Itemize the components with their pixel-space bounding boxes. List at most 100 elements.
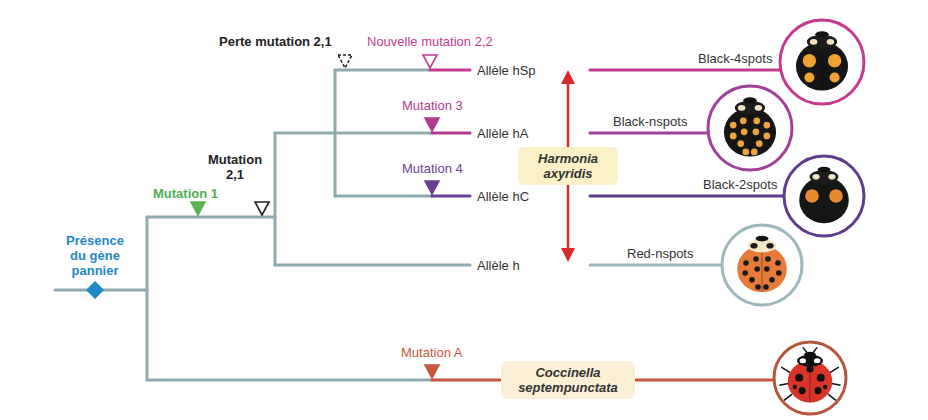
mutation-triangle — [425, 118, 439, 131]
mutation-triangle — [338, 55, 352, 68]
ladybug-spot — [793, 385, 797, 389]
ladybug-head — [804, 352, 816, 357]
mutation-label: Mutation A — [401, 345, 462, 360]
ladybug-picture — [784, 156, 864, 236]
wing-split — [824, 180, 825, 223]
ladybug-spot — [769, 277, 775, 283]
phenotype-label: Black-4spots — [698, 51, 772, 66]
ladybug-spot — [798, 387, 805, 394]
ladybug-spot — [805, 189, 819, 203]
ladybug-spot — [828, 54, 841, 67]
ladybug-spot — [814, 387, 821, 394]
species-name: Harmonia axyridis — [526, 151, 610, 181]
pronotum-mark — [827, 39, 835, 45]
branch-line — [147, 216, 275, 219]
mutation-label: Perte mutation 2,1 — [219, 34, 332, 49]
allele-label: Allèle h — [477, 258, 520, 273]
phenotype-label: Black-2spots — [703, 177, 777, 192]
mutation-label: Mutation 3 — [402, 98, 463, 113]
ladybug-pictures — [708, 20, 864, 414]
mutation-triangle — [425, 365, 439, 378]
mutation-triangle — [255, 202, 269, 215]
ladybug-spot — [740, 118, 747, 125]
ladybug-spot — [803, 54, 816, 67]
ladybug-spot — [775, 260, 781, 266]
mutation-label: Mutation 2,1 — [200, 152, 270, 182]
mutation-triangle — [191, 202, 205, 215]
arrow-head — [561, 248, 575, 262]
ladybug-picture — [722, 225, 802, 305]
picture-frame — [708, 86, 792, 170]
gene-label: Présence du gène pannier — [60, 233, 130, 278]
allele-label: Allèle hA — [477, 126, 528, 141]
gene-diamond — [86, 281, 104, 299]
wing-split — [750, 111, 751, 156]
pronotum-mark — [738, 105, 746, 111]
ladybug-spot — [776, 270, 782, 276]
ladybug-leg — [832, 383, 841, 385]
allele-label: Allèle hSp — [477, 63, 536, 78]
ladybug-spot — [763, 284, 769, 290]
branch-line — [590, 264, 722, 267]
ladybug-body — [788, 361, 833, 403]
mutation-label: Mutation 1 — [153, 186, 218, 201]
pronotum-mark — [750, 243, 757, 249]
branch-line — [275, 264, 470, 267]
ladybug-leg — [803, 347, 807, 352]
pronotum-mark — [755, 105, 763, 111]
picture-frame — [722, 225, 802, 305]
mutation-label: Mutation 4 — [402, 161, 463, 176]
mutation-triangle — [423, 55, 437, 68]
ladybug-spot — [749, 277, 755, 283]
branch-line — [430, 69, 470, 72]
branch-group — [55, 70, 784, 380]
pronotum-mark — [766, 243, 773, 249]
branch-line — [590, 132, 708, 135]
ladybug-spot — [741, 128, 748, 135]
ladybug-spot — [823, 385, 827, 389]
pronotum-mark — [828, 174, 835, 180]
ladybug-spot — [730, 133, 737, 140]
ladybug-leg — [784, 394, 792, 400]
ladybug-spot — [765, 256, 771, 262]
ladybug-spot — [763, 133, 770, 140]
pronotum-mark — [814, 358, 820, 363]
ladybug-spot — [743, 260, 749, 266]
species-box: Coccinella septempunctata — [501, 361, 635, 399]
ladybug-leg — [781, 367, 790, 372]
branch-line — [147, 379, 432, 382]
ladybug-spot — [737, 140, 744, 147]
allele-label: Allèle hC — [477, 189, 529, 204]
branch-line — [146, 217, 149, 380]
ladybug-head — [818, 167, 831, 173]
species-name: Coccinella septempunctata — [509, 365, 627, 395]
branch-line — [590, 69, 780, 72]
ladybug-head — [743, 97, 756, 103]
ladybug-spot — [829, 189, 843, 203]
ladybug-spot — [742, 270, 748, 276]
branch-line — [432, 195, 470, 198]
mutation-label: Nouvelle mutation 2,2 — [367, 34, 493, 49]
ladybug-spot — [754, 266, 760, 272]
ladybug-picture — [708, 86, 792, 170]
ladybug-leg — [779, 383, 788, 385]
ladybug-picture — [774, 342, 846, 414]
ladybug-spot — [763, 122, 770, 129]
branch-line — [275, 132, 432, 135]
species-box: Harmonia axyridis — [518, 147, 618, 185]
branch-line — [590, 195, 784, 198]
ladybug-spot — [753, 118, 760, 125]
ladybug-body — [796, 42, 848, 91]
pronotum-mark — [810, 39, 818, 45]
ladybug-spot — [751, 149, 758, 156]
wing-split — [762, 249, 763, 292]
branch-line — [432, 132, 470, 135]
ladybug-spot — [830, 73, 840, 83]
branch-line — [335, 195, 432, 198]
ladybug-head — [815, 31, 828, 37]
branch-line — [334, 70, 337, 196]
ladybug-body — [799, 177, 849, 223]
picture-frame — [774, 342, 846, 414]
